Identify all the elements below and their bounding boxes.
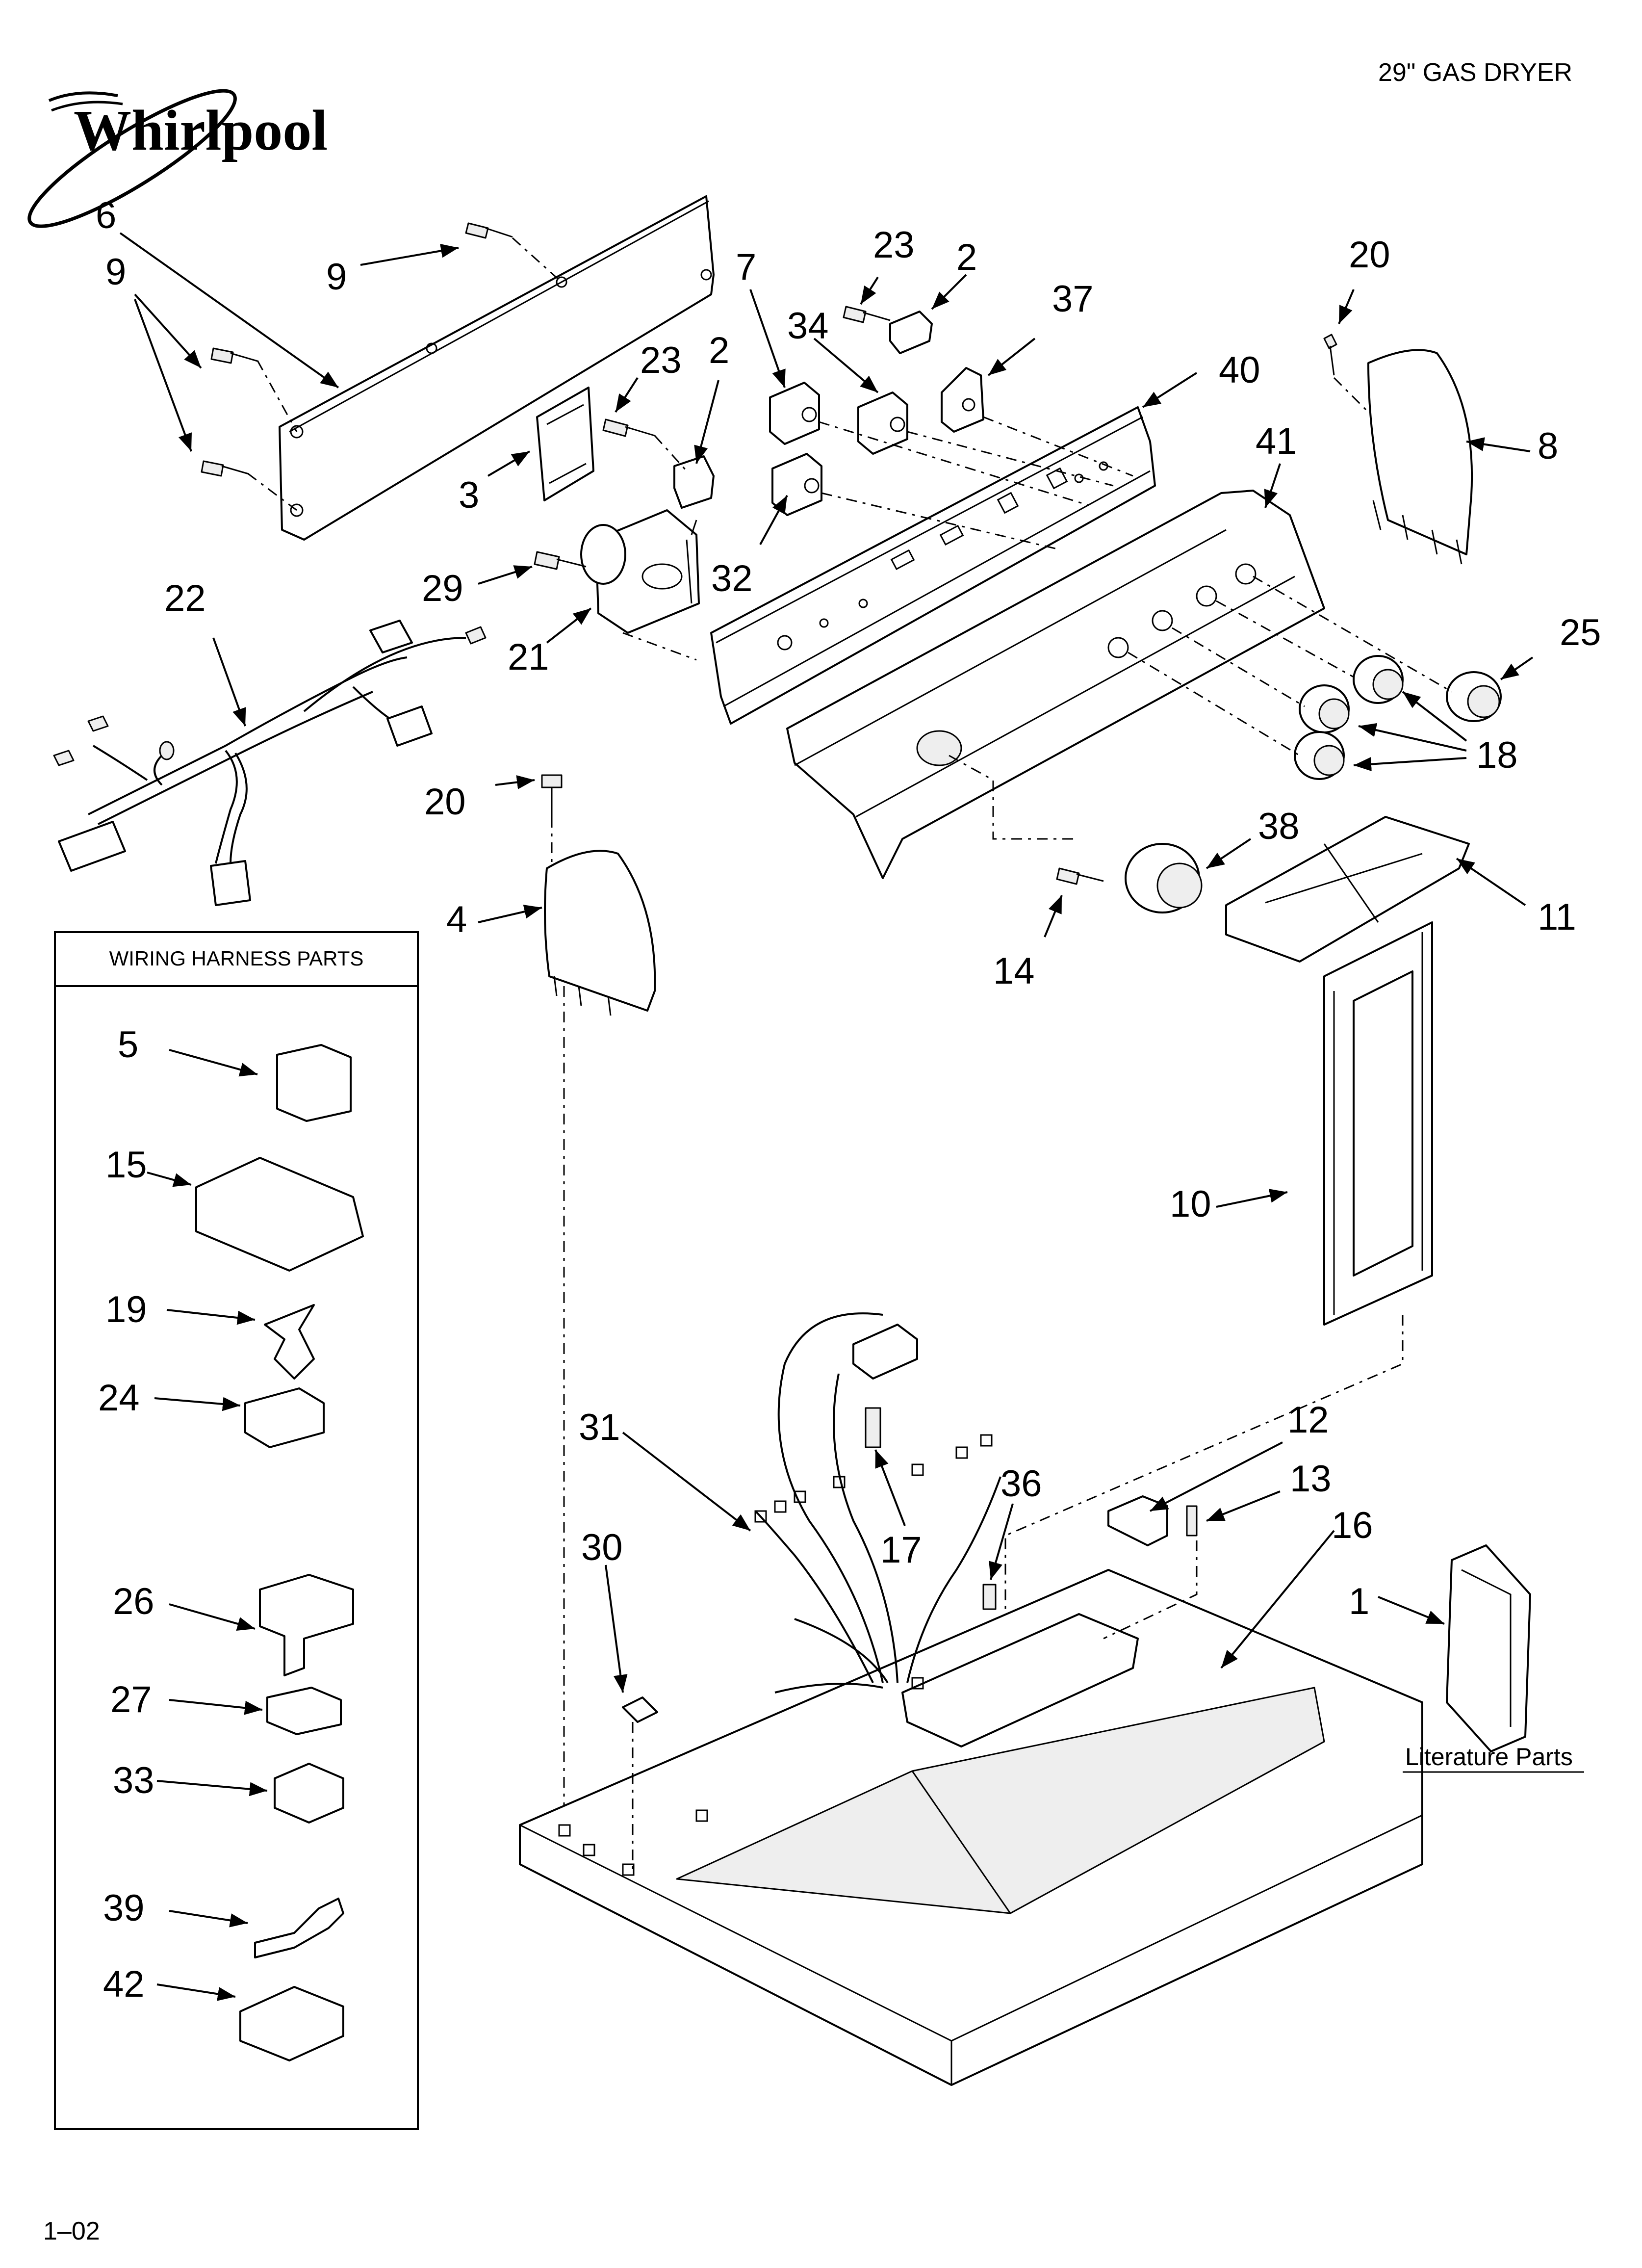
part-27-connector xyxy=(266,1687,342,1735)
callout-21: 21 xyxy=(508,636,549,678)
wiring-harness-box: WIRING HARNESS PARTS xyxy=(54,931,419,2130)
callout-w27: 27 xyxy=(110,1679,152,1721)
part-1-literature xyxy=(1446,1544,1531,1752)
callout-20-left: 20 xyxy=(424,781,466,823)
callout-31: 31 xyxy=(579,1407,620,1448)
callout-2-top: 2 xyxy=(956,236,977,278)
callout-w15: 15 xyxy=(105,1144,147,1186)
callout-w24: 24 xyxy=(98,1377,140,1419)
callout-40: 40 xyxy=(1219,349,1260,391)
callout-23-top: 23 xyxy=(873,224,915,266)
part-13-screw xyxy=(1186,1505,1198,1537)
callout-leaders xyxy=(119,232,1534,2001)
callout-6: 6 xyxy=(96,195,116,236)
part-5-connector xyxy=(276,1044,352,1122)
callout-4: 4 xyxy=(446,899,467,940)
callout-w42: 42 xyxy=(103,1963,145,2005)
callout-12: 12 xyxy=(1287,1399,1329,1441)
callout-w33: 33 xyxy=(113,1760,154,1801)
callout-23-left: 23 xyxy=(640,339,682,381)
part-36-screw xyxy=(982,1584,997,1610)
part-34-switch xyxy=(857,391,908,455)
part-24-connector xyxy=(244,1387,325,1448)
part-18-knob-a xyxy=(1353,655,1404,704)
callout-w5: 5 xyxy=(118,1024,138,1066)
part-16-top-panel xyxy=(519,1569,1423,2086)
callout-20-top: 20 xyxy=(1349,234,1390,276)
callout-8: 8 xyxy=(1538,425,1558,467)
wiring-box-title: WIRING HARNESS PARTS xyxy=(109,947,364,970)
callout-2-left: 2 xyxy=(709,330,729,371)
callout-1: 1 xyxy=(1349,1581,1369,1622)
part-6-rear-panel xyxy=(279,195,715,541)
part-17-screw xyxy=(865,1407,881,1448)
callout-7: 7 xyxy=(736,246,756,288)
callout-11: 11 xyxy=(1538,896,1576,938)
part-31-internal-harness xyxy=(754,1312,1001,1694)
part-8-end-cap xyxy=(1367,349,1473,565)
part-29-screw xyxy=(534,551,587,570)
callout-38: 38 xyxy=(1258,806,1300,847)
part-21-timer xyxy=(580,509,700,634)
callout-37: 37 xyxy=(1052,278,1094,320)
callout-36: 36 xyxy=(1001,1463,1042,1505)
part-22-wiring-harness xyxy=(53,620,487,906)
part-40-control-panel xyxy=(710,406,1156,725)
part-42-connector xyxy=(239,1986,344,2061)
part-3-bracket xyxy=(536,387,594,501)
callout-32: 32 xyxy=(711,558,753,600)
callout-10: 10 xyxy=(1170,1183,1211,1225)
part-33-connector xyxy=(274,1763,344,1824)
literature-label: Literature Parts xyxy=(1405,1743,1573,1771)
part-10-lint-housing xyxy=(1323,921,1433,1326)
part-2-switch-left xyxy=(673,455,715,509)
part-18-knob-b xyxy=(1299,684,1350,733)
callout-30: 30 xyxy=(581,1527,623,1568)
part-26-connector xyxy=(259,1574,354,1676)
callout-w39: 39 xyxy=(103,1887,145,1929)
callout-25: 25 xyxy=(1560,612,1601,653)
part-20-screw-top xyxy=(1323,334,1337,376)
callout-14: 14 xyxy=(993,950,1035,992)
callout-34: 34 xyxy=(787,305,829,347)
callout-numbers: 6 9 9 23 2 3 29 21 22 7 23 2 34 37 32 40… xyxy=(96,195,1601,2005)
part-25-knob xyxy=(1446,671,1502,722)
part-18-knob-c xyxy=(1294,731,1345,780)
callout-9-left: 9 xyxy=(105,251,126,293)
callout-16: 16 xyxy=(1332,1505,1373,1546)
part-14-screw xyxy=(1056,867,1104,885)
callout-3: 3 xyxy=(459,474,479,516)
part-12-bracket xyxy=(1107,1495,1168,1546)
part-2-switch-top xyxy=(889,311,933,354)
whirlpool-swirl-icon xyxy=(27,89,237,228)
part-9-screws xyxy=(201,222,563,511)
part-7-switch xyxy=(769,382,820,445)
callout-9-top: 9 xyxy=(326,256,347,298)
callout-18: 18 xyxy=(1476,734,1518,776)
part-30-clip xyxy=(622,1696,658,1723)
page-code: 1–02 xyxy=(43,2217,100,2245)
part-32-switch xyxy=(771,453,822,516)
callout-29: 29 xyxy=(422,568,463,609)
part-23-screw-left xyxy=(602,418,655,437)
part-39-terminal xyxy=(254,1898,344,1958)
part-20-screw-left xyxy=(541,774,563,817)
part-15-connector xyxy=(195,1157,364,1272)
callout-22: 22 xyxy=(164,577,206,619)
part-19-clip xyxy=(264,1304,315,1380)
callout-w26: 26 xyxy=(113,1581,154,1622)
callout-17: 17 xyxy=(880,1529,922,1571)
part-23-screw-top xyxy=(843,306,891,323)
callout-w19: 19 xyxy=(105,1289,147,1330)
part-37-switch xyxy=(941,367,984,433)
brand-logo: Whirlpool xyxy=(27,89,328,228)
part-4-end-cap xyxy=(544,850,656,1016)
part-38-knob xyxy=(1125,843,1203,913)
brand-wordmark: Whirlpool xyxy=(74,98,328,162)
model-title: 29" GAS DRYER xyxy=(1378,58,1572,87)
callout-13: 13 xyxy=(1290,1458,1332,1500)
callout-41: 41 xyxy=(1256,420,1297,462)
part-41-console xyxy=(786,490,1325,879)
